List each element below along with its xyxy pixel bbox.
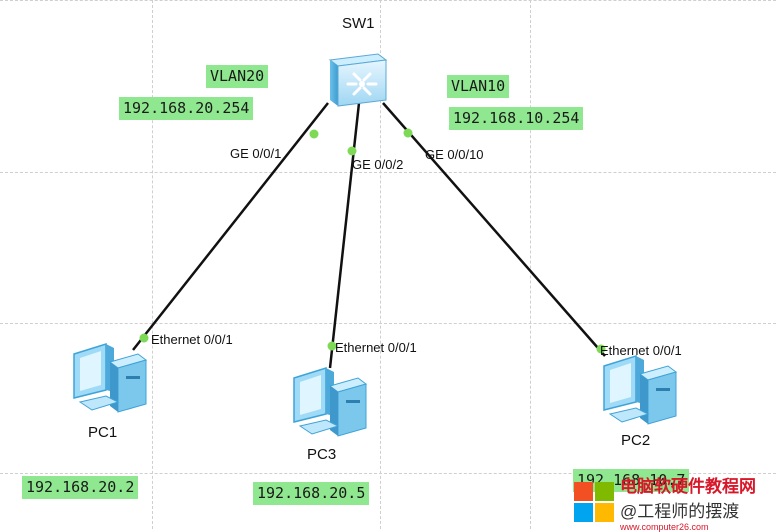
grid-line bbox=[530, 0, 531, 529]
switch-sw1[interactable] bbox=[320, 48, 390, 108]
vlan20-ip: 192.168.20.254 bbox=[119, 97, 254, 120]
pc-icon bbox=[293, 366, 368, 437]
vlan20-name: VLAN20 bbox=[206, 65, 269, 88]
vlan10-name: VLAN10 bbox=[447, 75, 510, 98]
watermark-url: www.computer26.com bbox=[620, 521, 709, 532]
windows-logo-icon bbox=[574, 481, 614, 522]
switch-port-label: GE 0/0/1 bbox=[230, 146, 282, 161]
vlan10-ip: 192.168.10.254 bbox=[449, 107, 584, 130]
grid-line bbox=[0, 0, 776, 1]
watermark: 电脑软硬件教程网 @工程师的摆渡 www.computer26.com bbox=[572, 474, 776, 532]
port-dot bbox=[139, 333, 149, 343]
grid-line bbox=[0, 172, 776, 173]
switch-port-label: GE 0/0/10 bbox=[425, 147, 484, 162]
pc1-device[interactable] bbox=[66, 340, 150, 416]
port-dot bbox=[309, 129, 319, 139]
pc3-device[interactable] bbox=[286, 364, 370, 440]
port-dot bbox=[327, 341, 337, 351]
port-dot bbox=[347, 146, 357, 156]
pc1-name: PC1 bbox=[88, 424, 118, 441]
link-sw1-pc2 bbox=[382, 102, 606, 357]
watermark-title: 电脑软硬件教程网 bbox=[620, 476, 756, 496]
port-dot bbox=[403, 128, 413, 138]
grid-line bbox=[152, 0, 153, 529]
pc-icon bbox=[73, 342, 148, 413]
pc2-port-label: Ethernet 0/0/1 bbox=[600, 343, 682, 358]
l3-switch-icon bbox=[328, 53, 388, 107]
pc3-name: PC3 bbox=[307, 446, 337, 463]
pc2-name: PC2 bbox=[621, 432, 651, 449]
grid-line bbox=[0, 473, 776, 474]
pc1-port-label: Ethernet 0/0/1 bbox=[151, 332, 233, 347]
watermark-author: @工程师的摆渡 bbox=[620, 501, 740, 521]
link-sw1-pc3 bbox=[328, 102, 361, 369]
switch-port-label: GE 0/0/2 bbox=[352, 157, 404, 172]
grid-line bbox=[0, 323, 776, 324]
link-sw1-pc1 bbox=[132, 102, 329, 351]
grid-line bbox=[380, 0, 381, 529]
pc1-ip: 192.168.20.2 bbox=[22, 476, 139, 499]
pc2-device[interactable] bbox=[596, 352, 680, 428]
port-dot bbox=[596, 344, 606, 354]
pc-icon bbox=[603, 354, 678, 425]
pc3-ip: 192.168.20.5 bbox=[253, 482, 370, 505]
pc3-port-label: Ethernet 0/0/1 bbox=[335, 340, 417, 355]
switch-name: SW1 bbox=[342, 15, 375, 32]
